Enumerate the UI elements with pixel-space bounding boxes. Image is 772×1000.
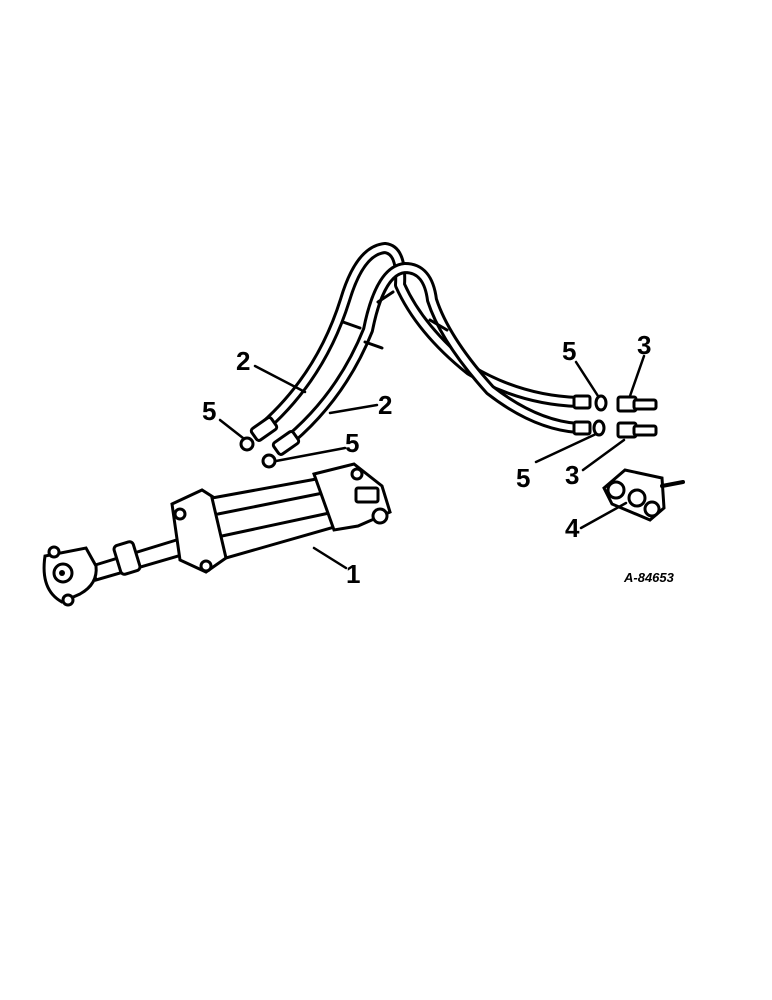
callout-4: 4 [565,513,580,543]
callout-5-right-lower: 5 [516,463,530,493]
callout-2-upper: 2 [236,346,250,376]
hydraulic-hoses [252,242,584,452]
hose-end-fitting-right [572,394,592,436]
callout-5-center: 5 [345,428,359,458]
callout-3-upper: 3 [637,330,651,360]
callout-5-right-upper: 5 [562,336,576,366]
hydraulic-cylinder [42,462,392,607]
callout-5-left: 5 [202,396,216,426]
callout-2-lower: 2 [378,390,392,420]
o-ring [239,394,608,469]
mounting-bracket [602,468,685,522]
hose-end-fitting-left [249,416,301,456]
callout-3-lower: 3 [565,460,579,490]
callout-1: 1 [346,559,360,589]
reference-number: A-84653 [623,570,675,585]
adapter-fitting [616,395,658,439]
leader-lines [218,354,646,570]
